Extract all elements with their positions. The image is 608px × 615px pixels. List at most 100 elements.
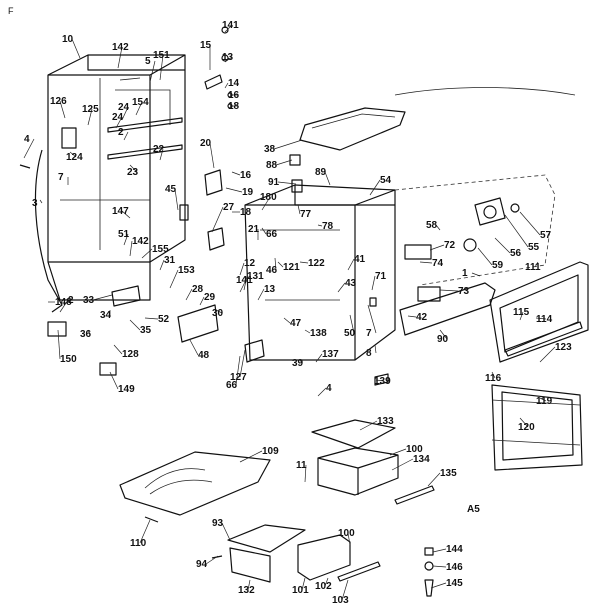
callout-label: 18: [228, 101, 240, 112]
callout-label: 45: [165, 184, 177, 195]
callout-label: 101: [292, 585, 309, 596]
leader-line: [491, 371, 496, 379]
leader-line: [535, 317, 547, 320]
leader-line: [337, 282, 346, 293]
callout-label: 13: [222, 52, 234, 63]
callout-label: 39: [292, 358, 304, 369]
callout-label: 55: [528, 242, 540, 253]
callout-label: 5: [145, 56, 151, 67]
callout-label: 15: [200, 40, 212, 51]
callout-label: 7: [58, 172, 64, 183]
callout-label: 46: [266, 265, 278, 276]
leader-line: [123, 233, 129, 246]
callout-label: 23: [127, 167, 139, 178]
callout-label: 1: [462, 268, 468, 279]
leader-line: [247, 579, 251, 591]
leader-line: [159, 148, 164, 161]
callout-label: 94: [196, 559, 208, 570]
interior-rails: [61, 89, 183, 160]
callout-label: 151: [153, 50, 170, 61]
callout-label: 73: [458, 286, 470, 297]
callout-label: 93: [212, 518, 224, 529]
callout-label: 56: [510, 248, 522, 259]
callout-label: 16: [240, 170, 252, 181]
callout-label: 51: [118, 229, 130, 240]
callout-label: 138: [310, 328, 327, 339]
callout-label: 50: [344, 328, 356, 339]
callout-label: 42: [416, 312, 428, 323]
leader-line: [374, 344, 377, 354]
callout-label: 24: [112, 112, 124, 123]
callout-label: 13: [264, 284, 276, 295]
callout-label: 41: [354, 254, 366, 265]
leader-line: [221, 522, 231, 541]
callout-label: 124: [66, 152, 83, 163]
leader-line: [519, 211, 541, 236]
leader-line: [261, 196, 271, 211]
leader-line: [117, 46, 123, 69]
callout-label: 115: [513, 307, 530, 318]
power-cord: [34, 149, 63, 313]
freezer-liner: [244, 184, 396, 361]
leader-line: [435, 224, 441, 231]
leader-line: [299, 359, 303, 364]
callout-label: 103: [332, 595, 349, 606]
callout-label: 137: [322, 349, 339, 360]
leader-line: [477, 247, 493, 266]
callout-label: 111: [525, 262, 541, 273]
callout-label: 153: [178, 265, 195, 276]
leader-line: [231, 171, 241, 176]
leader-line: [113, 344, 123, 355]
leader-line: [274, 257, 277, 271]
thermostat-72: [404, 244, 432, 260]
callout-label: 66: [266, 229, 278, 240]
leader-line: [71, 38, 81, 59]
leader-line: [129, 240, 133, 257]
callout-label: 125: [82, 104, 99, 115]
leader-line: [199, 296, 205, 306]
leader-line: [389, 448, 407, 456]
callout-label: 16: [228, 90, 240, 101]
leader-line: [59, 100, 66, 119]
callout-label: 2: [68, 295, 74, 306]
callout-label: 119: [536, 396, 553, 407]
leader-line: [347, 258, 355, 271]
leader-line: [283, 317, 291, 324]
leader-line: [429, 244, 445, 251]
leader-line: [144, 317, 159, 320]
leader-line: [129, 164, 138, 173]
drip-tray: [299, 107, 406, 151]
leader-line: [149, 60, 156, 83]
callout-label: 43: [345, 278, 357, 289]
callout-label: 33: [83, 295, 95, 306]
hardware-stack: [424, 547, 434, 597]
leader-line: [239, 262, 245, 276]
callout-label: 109: [262, 446, 279, 457]
leader-line: [239, 279, 247, 293]
callout-label: 31: [164, 255, 176, 266]
leader-line: [432, 548, 447, 553]
leader-line: [430, 582, 447, 589]
callout-label: 146: [446, 562, 463, 573]
leader-line: [141, 248, 153, 259]
callout-label: 141: [236, 275, 253, 286]
evaporator-pan: [119, 451, 271, 516]
callout-label: 141: [222, 20, 239, 31]
callout-label: 132: [238, 585, 255, 596]
leader-line: [534, 261, 539, 268]
callout-label: 89: [315, 167, 327, 178]
leader-line: [324, 577, 329, 587]
callout-label: 90: [437, 334, 449, 345]
leader-line: [539, 346, 556, 363]
reference-arc: [394, 87, 576, 96]
callout-label: 74: [432, 258, 444, 269]
callout-label: 54: [380, 175, 392, 186]
leader-line: [471, 272, 481, 277]
callout-label: 21: [248, 224, 260, 235]
callout-label: 145: [446, 578, 463, 589]
callout-label: 10: [62, 34, 74, 45]
callout-label: 144: [446, 544, 463, 555]
leader-line: [224, 82, 229, 89]
control-knob-assembly: [463, 197, 520, 252]
